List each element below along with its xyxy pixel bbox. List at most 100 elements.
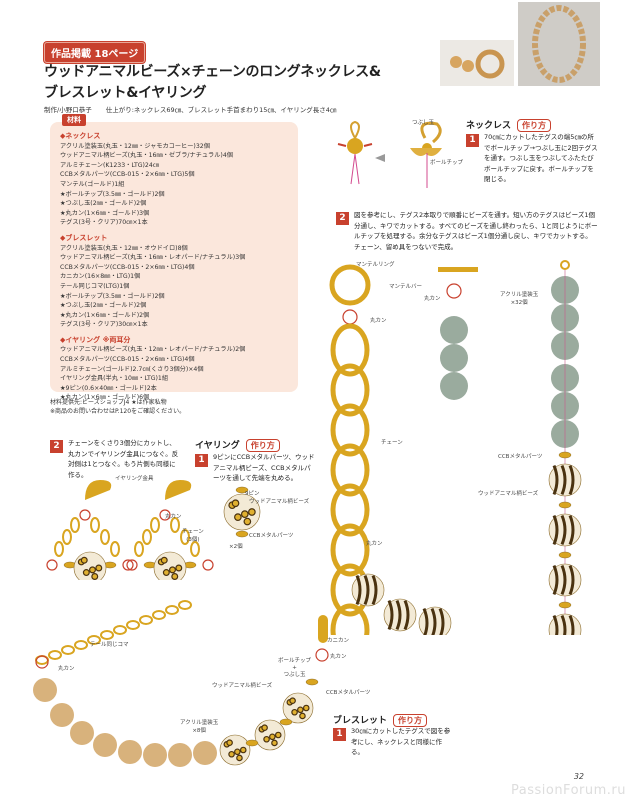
zebra-stripe — [355, 575, 362, 605]
label: ボールチップ+つぶし玉 — [278, 658, 311, 679]
zebra-stripe — [552, 565, 559, 595]
howto-tag: 作り方 — [517, 119, 552, 132]
material-item: ★ボールチップ(3.5㎜・ゴールド)2個 — [60, 292, 165, 300]
ccb-metal-part — [558, 601, 572, 609]
leopard-spot — [89, 566, 96, 574]
material-item: テール同じコマ(LTG)1個 — [60, 282, 130, 290]
earring-step-1: 1 9ピンにCCBメタルパーツ、ウッドアニマル柄ビーズ、CCBメタルパーツを通して… — [195, 452, 317, 484]
earring-fitting — [165, 480, 192, 500]
page-title: ウッドアニマルビーズ×チェーンのロングネックレス&ブレスレット&イヤリング — [44, 62, 381, 104]
leopard-spot — [82, 569, 90, 577]
jump-ring-marker — [446, 283, 462, 299]
section-title: ブレスレット — [333, 716, 388, 726]
chain-link — [152, 610, 166, 620]
material-item: アルミチェーン(K1233・LTG)24㎝ — [60, 161, 159, 169]
label: ウッドアニマル柄ビーズ — [478, 491, 539, 497]
leopard-spot — [243, 517, 252, 526]
acrylic-bead — [168, 743, 192, 767]
label: カニカン — [327, 638, 350, 644]
photo-illustration — [450, 49, 505, 79]
leopard-spot — [91, 572, 99, 580]
label-text: アクリル塗装玉 — [500, 292, 539, 298]
jump-ring-marker — [122, 559, 134, 571]
jump-ring-marker — [126, 559, 138, 571]
material-item: アクリル塗装玉(丸玉・12㎜・オウドイロ)8個 — [60, 244, 188, 252]
chain-link — [110, 541, 120, 557]
ccb-metal-part — [235, 486, 249, 494]
material-item: ウッドアニマル柄ビーズ(丸玉・12㎜・レオパード/ナチュラル)2個 — [60, 346, 246, 354]
label: 丸カン — [370, 318, 387, 324]
zebra-stripe — [403, 600, 410, 630]
leopard-spot — [299, 712, 306, 720]
acrylic-bead — [50, 703, 74, 727]
acrylic-bead — [33, 678, 57, 702]
jump-ring-marker — [342, 309, 358, 325]
leopard-spot — [226, 739, 233, 747]
jump-ring-marker — [159, 509, 171, 521]
label: チェーン(3個) — [182, 527, 204, 543]
chain-link — [150, 517, 160, 533]
label: イヤリング金具 — [115, 476, 154, 482]
chain-link — [330, 403, 370, 457]
leopard-spot — [169, 566, 176, 574]
necklace-diagram — [329, 260, 582, 635]
step-text: 9ピンにCCBメタルパーツ、ウッドアニマル柄ビーズ、CCBメタルパーツを通して先… — [213, 453, 315, 482]
leopard-spot — [231, 499, 240, 508]
page-number: 32 — [573, 772, 584, 781]
material-item: アクリル塗装玉(丸玉・12㎜・ジャモカコーヒー)32個 — [60, 142, 210, 150]
mantel-bar — [438, 267, 478, 272]
step-text: 図を参考にし、テグス2本取りで順番にビーズを通す。短い方のテグスはビーズ1個分通… — [354, 211, 598, 251]
material-item: イヤリング金具(半丸・10㎜・LTG)1組 — [60, 375, 169, 383]
earring-fitting — [85, 480, 112, 500]
label: マンテルリング — [356, 262, 395, 268]
step-text: チェーンをくさり3個分にカットし、丸カンでイヤリング金具につなぐ。反対側は1とつ… — [68, 439, 179, 479]
chain-link — [62, 529, 72, 545]
leopard-spot — [162, 569, 170, 577]
material-item: ★つぶし玉(2㎜・ゴールド)2個 — [60, 200, 147, 208]
jump-ring-marker — [35, 655, 49, 669]
leopard-spot — [263, 735, 270, 743]
label: 丸カン — [165, 514, 182, 520]
notes: 材料提供先:ビーズショップJ4 ★は作家私物※商品のお問い合わせはP.120をご… — [50, 398, 185, 416]
step-number: 1 — [195, 454, 208, 467]
chain-link — [61, 645, 75, 655]
chain-link — [180, 529, 190, 545]
material-item: CCBメタルパーツ(CCB-015・2×6㎜・LTG)4個 — [60, 263, 195, 271]
acrylic-bead — [118, 740, 142, 764]
zebra-stripe — [363, 575, 370, 605]
material-item: カニカン(16×8㎜・LTG)1個 — [60, 273, 141, 281]
material-item: ★丸カン(1×6㎜・ゴールド)6個 — [60, 394, 150, 402]
chain-link — [87, 635, 101, 645]
photo-illustration — [532, 5, 586, 83]
material-item: ★ボールチップ(3.5㎜・ゴールド)2個 — [60, 190, 165, 198]
material-item: CCBメタルパーツ(CCB-015・2×6㎜・LTG)5個 — [60, 171, 195, 179]
label: CCBメタルパーツ — [498, 454, 543, 460]
material-item: ★丸カン(1×6㎜・ゴールド)3個 — [60, 209, 150, 217]
ballchip-diagram — [337, 120, 442, 188]
leopard-spot — [261, 724, 268, 732]
leopard-spot — [240, 510, 249, 518]
mantel-ring — [329, 264, 371, 306]
material-item: ★丸カン(1×6㎜・ゴールド)2個 — [60, 311, 150, 319]
credits: 制作/小野口恭子仕上がり:ネックレス69㎝、ブレスレット手首まわり15㎝、イヤリ… — [44, 104, 350, 114]
chain-link — [74, 640, 88, 650]
jump-ring-marker — [46, 559, 58, 571]
zebra-stripe — [438, 608, 445, 635]
step-number: 2 — [336, 212, 349, 225]
material-item: CCBメタルパーツ(CCB-015・2×6㎜・LTG)4個 — [60, 356, 195, 364]
jump-ring-marker — [79, 509, 91, 521]
chain-link — [170, 517, 180, 533]
materials-tag: 材料 — [62, 114, 86, 126]
acrylic-bead — [93, 733, 117, 757]
label-text: つぶし玉 — [283, 672, 306, 678]
materials-heading: ◆ブレスレット — [60, 233, 108, 242]
section-title: ネックレス — [466, 121, 512, 131]
label-plus: + — [292, 665, 297, 671]
label: チェーン — [381, 440, 403, 446]
leopard-spot — [248, 508, 256, 516]
chain-link — [330, 603, 370, 635]
acrylic-bead — [143, 743, 167, 767]
chain-link — [330, 523, 370, 577]
leopard-spot — [234, 513, 242, 521]
